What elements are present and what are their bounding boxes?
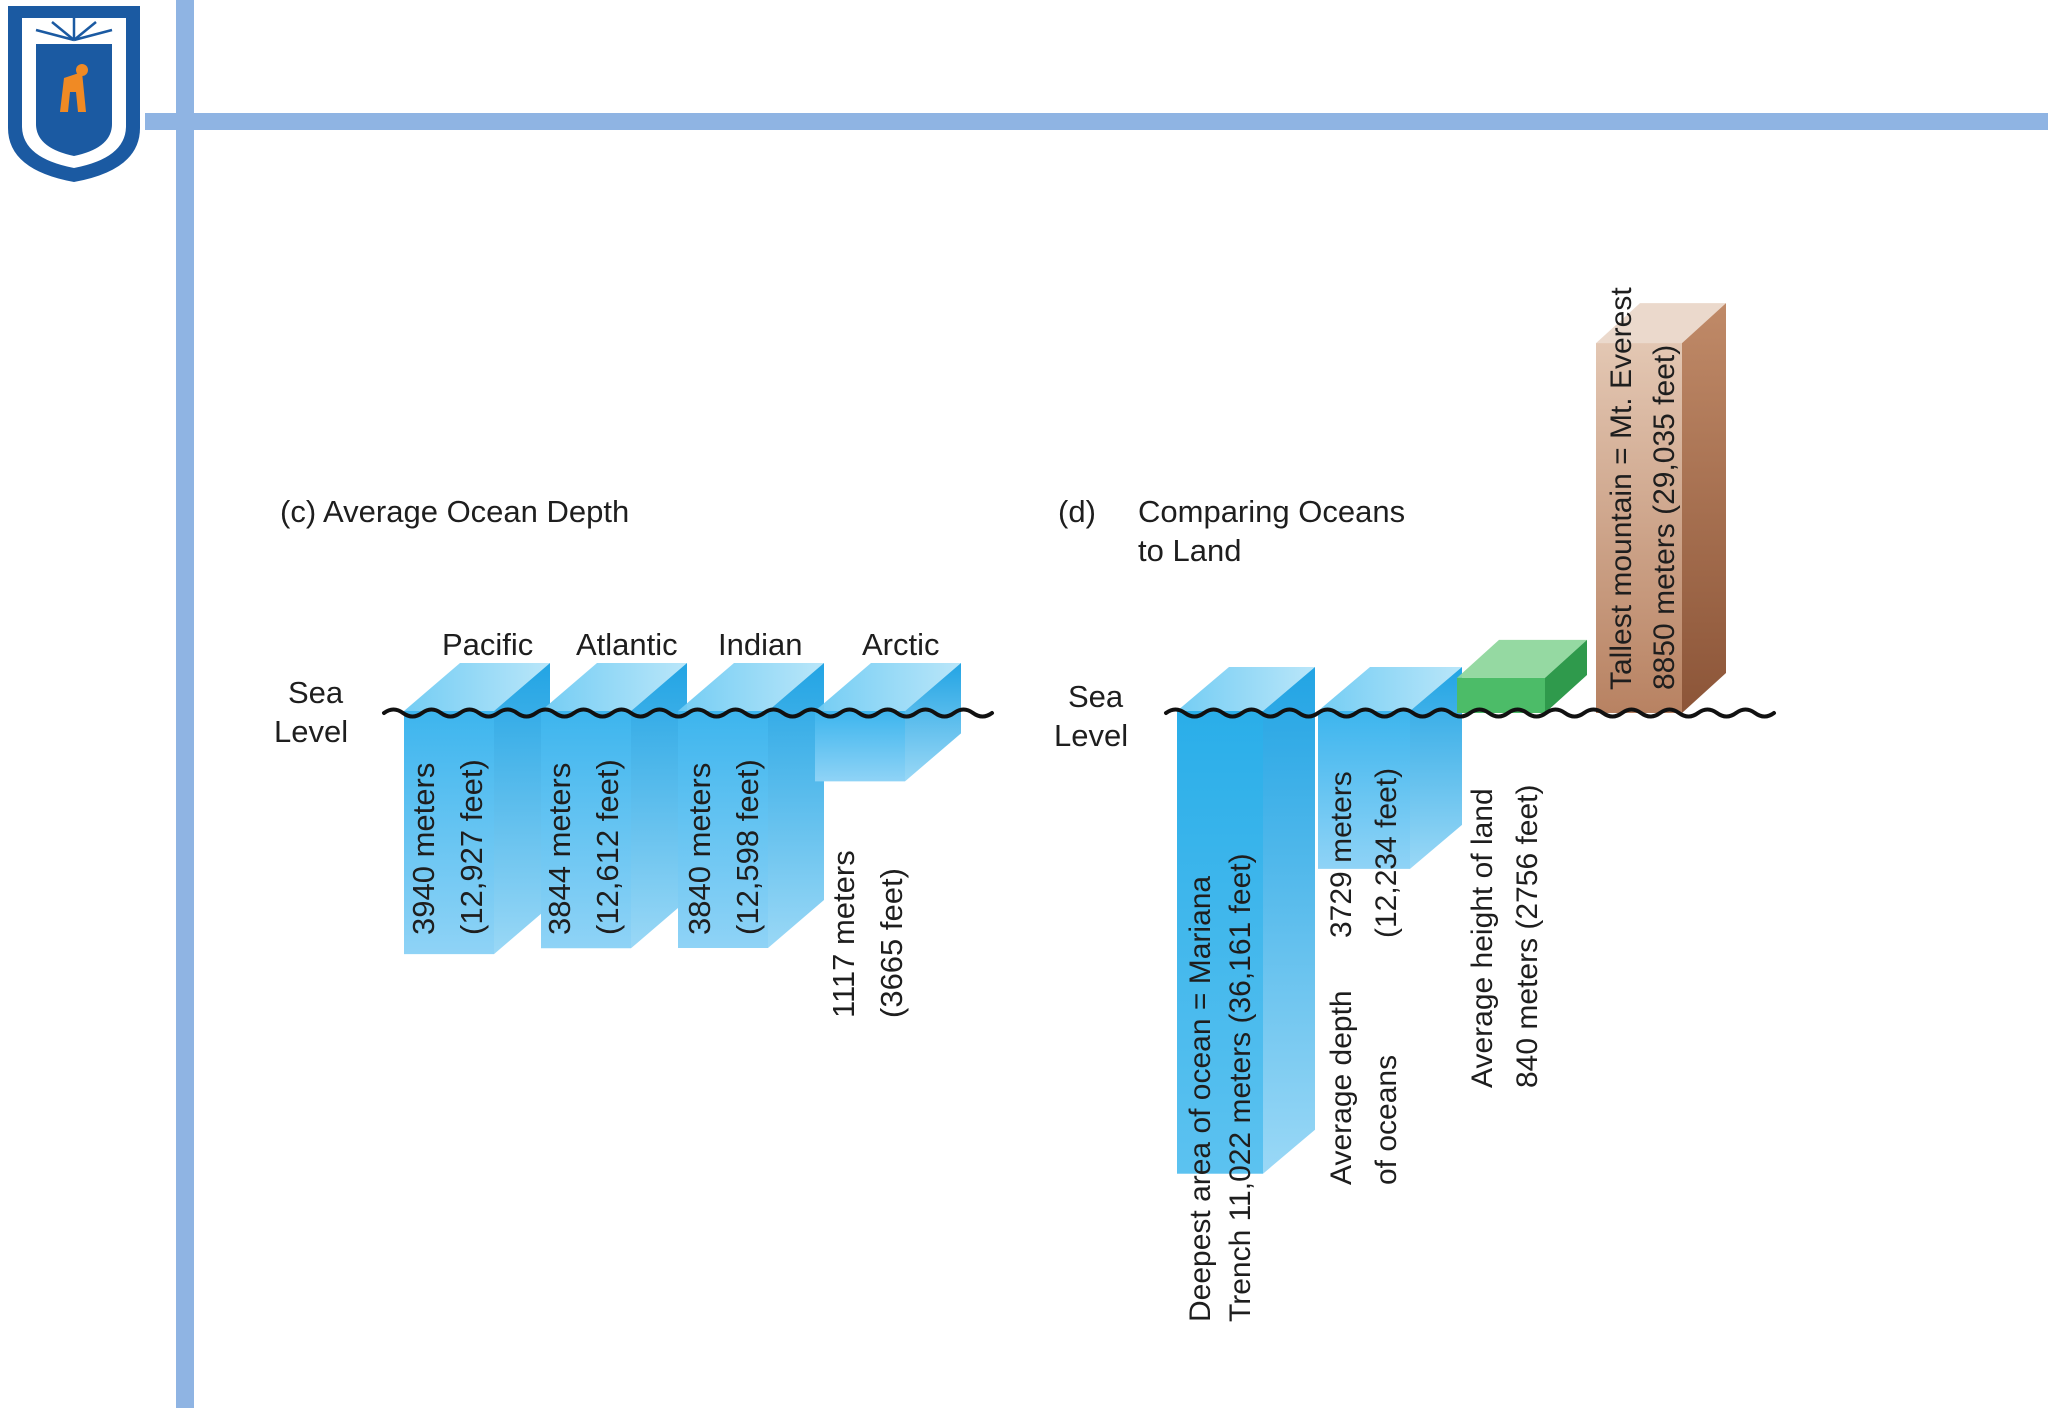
data-label: of oceans bbox=[1370, 1055, 1403, 1185]
bar-deepest-area-of-ocean-side bbox=[1263, 667, 1315, 1174]
bar-tallest-mountain-side bbox=[1682, 303, 1726, 713]
bar-average-height-of-land-side bbox=[1545, 639, 1587, 713]
sea-level-label: Sea bbox=[1068, 679, 1124, 714]
bar-pacific bbox=[404, 663, 550, 955]
data-label: Average depth bbox=[1325, 990, 1358, 1185]
sea-level-line bbox=[1164, 707, 1776, 719]
data-label: (12,612 feet) bbox=[590, 759, 625, 935]
data-label: Trench 11,022 meters (36,161 feet) bbox=[1224, 853, 1257, 1322]
data-label: 1117 meters bbox=[826, 850, 861, 1018]
bar-arctic bbox=[815, 663, 961, 782]
bar-average-depth-of-oceans-top bbox=[1318, 667, 1462, 711]
bar-arctic-top bbox=[815, 663, 961, 711]
category-label-arctic: Arctic bbox=[862, 627, 940, 662]
bar-tallest-mountain-top bbox=[1596, 303, 1726, 344]
data-label: Tallest mountain = Mt. Everest bbox=[1605, 287, 1638, 690]
data-label: (12,234 feet) bbox=[1370, 768, 1403, 938]
category-label-indian: Indian bbox=[718, 627, 802, 662]
data-label: Deepest area of ocean = Mariana bbox=[1184, 876, 1217, 1322]
chart-title: to Land bbox=[1138, 533, 1241, 568]
bar-indian-top bbox=[678, 663, 824, 711]
data-label: 3844 meters bbox=[542, 763, 577, 935]
bar-tallest-mountain-front bbox=[1596, 343, 1682, 713]
chart-comparing-oceans-to-land: (d) Comparing Oceans to LandSeaLevelDeepes… bbox=[1054, 287, 1776, 1322]
bar-arctic-front bbox=[815, 711, 905, 782]
bar-average-height-of-land-front bbox=[1457, 677, 1545, 713]
data-label: (12,598 feet) bbox=[730, 759, 765, 935]
data-label: 8850 meters (29,035 feet) bbox=[1648, 345, 1681, 690]
bar-tallest-mountain bbox=[1596, 303, 1726, 713]
bar-atlantic-top bbox=[541, 663, 687, 711]
data-label: 3729 meters bbox=[1325, 771, 1358, 938]
bar-atlantic-side bbox=[631, 663, 687, 949]
bar-average-depth-of-oceans-front bbox=[1318, 711, 1410, 869]
data-label: 3940 meters bbox=[406, 763, 441, 935]
category-label-atlantic: Atlantic bbox=[576, 627, 678, 662]
bar-average-height-of-land-top bbox=[1457, 639, 1587, 678]
bar-pacific-side bbox=[494, 663, 550, 955]
bar-deepest-area-of-ocean-front bbox=[1177, 711, 1263, 1174]
sea-level-label: Level bbox=[274, 714, 348, 749]
data-label: 3840 meters bbox=[682, 763, 717, 935]
data-label: (12,927 feet) bbox=[454, 759, 489, 935]
sea-level-label: Sea bbox=[288, 675, 344, 710]
bar-atlantic-front bbox=[541, 711, 631, 949]
header-rule bbox=[145, 113, 2048, 130]
bar-indian-side bbox=[768, 663, 824, 949]
data-label: 840 meters (2756 feet) bbox=[1511, 784, 1544, 1088]
bar-indian bbox=[678, 663, 824, 949]
chart-title: Comparing Oceans bbox=[1138, 494, 1405, 529]
bar-pacific-front bbox=[404, 711, 494, 955]
sea-level-line bbox=[382, 707, 994, 719]
bar-deepest-area-of-ocean bbox=[1177, 667, 1315, 1174]
data-label: Average height of land bbox=[1466, 788, 1499, 1088]
sea-level-label: Level bbox=[1054, 718, 1128, 753]
left-accent-bar bbox=[176, 0, 194, 1408]
bar-deepest-area-of-ocean-top bbox=[1177, 667, 1315, 711]
chart-title: (c) Average Ocean Depth bbox=[280, 494, 629, 529]
data-label: (3665 feet) bbox=[874, 868, 909, 1018]
bar-arctic-side bbox=[905, 663, 961, 782]
bar-indian-front bbox=[678, 711, 768, 949]
category-label-pacific: Pacific bbox=[442, 627, 533, 662]
panel-label: (d) bbox=[1058, 494, 1096, 529]
university-seal-logo bbox=[8, 6, 140, 182]
bar-average-height-of-land bbox=[1457, 639, 1587, 713]
bar-pacific-top bbox=[404, 663, 550, 711]
bar-atlantic bbox=[541, 663, 687, 949]
